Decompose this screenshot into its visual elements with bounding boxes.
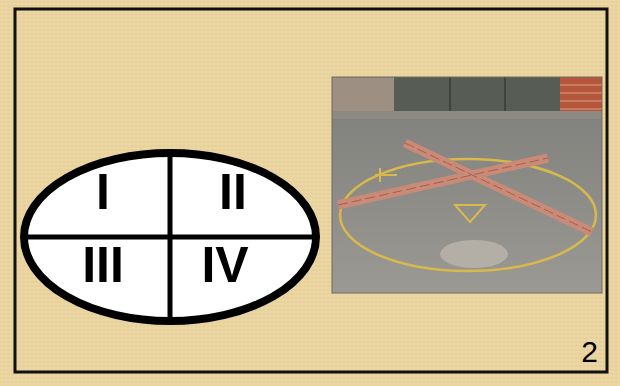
- quadrant-region: I: [78, 163, 128, 221]
- quadrant-numeral: I: [96, 167, 110, 217]
- quadrant-numeral: II: [219, 167, 247, 217]
- quadrant-numeral: III: [82, 240, 124, 290]
- frame-border: [15, 9, 607, 372]
- photo-frame: [332, 77, 602, 293]
- slide-number: 2: [581, 337, 598, 367]
- quadrant-numeral: IV: [201, 240, 248, 290]
- quadrant-ellipse: [24, 150, 316, 324]
- quadrant-region: II: [208, 163, 258, 221]
- quadrant-region: III: [76, 236, 130, 294]
- quadrant-region: IV: [195, 236, 254, 294]
- brick-cross-photo: [332, 77, 602, 293]
